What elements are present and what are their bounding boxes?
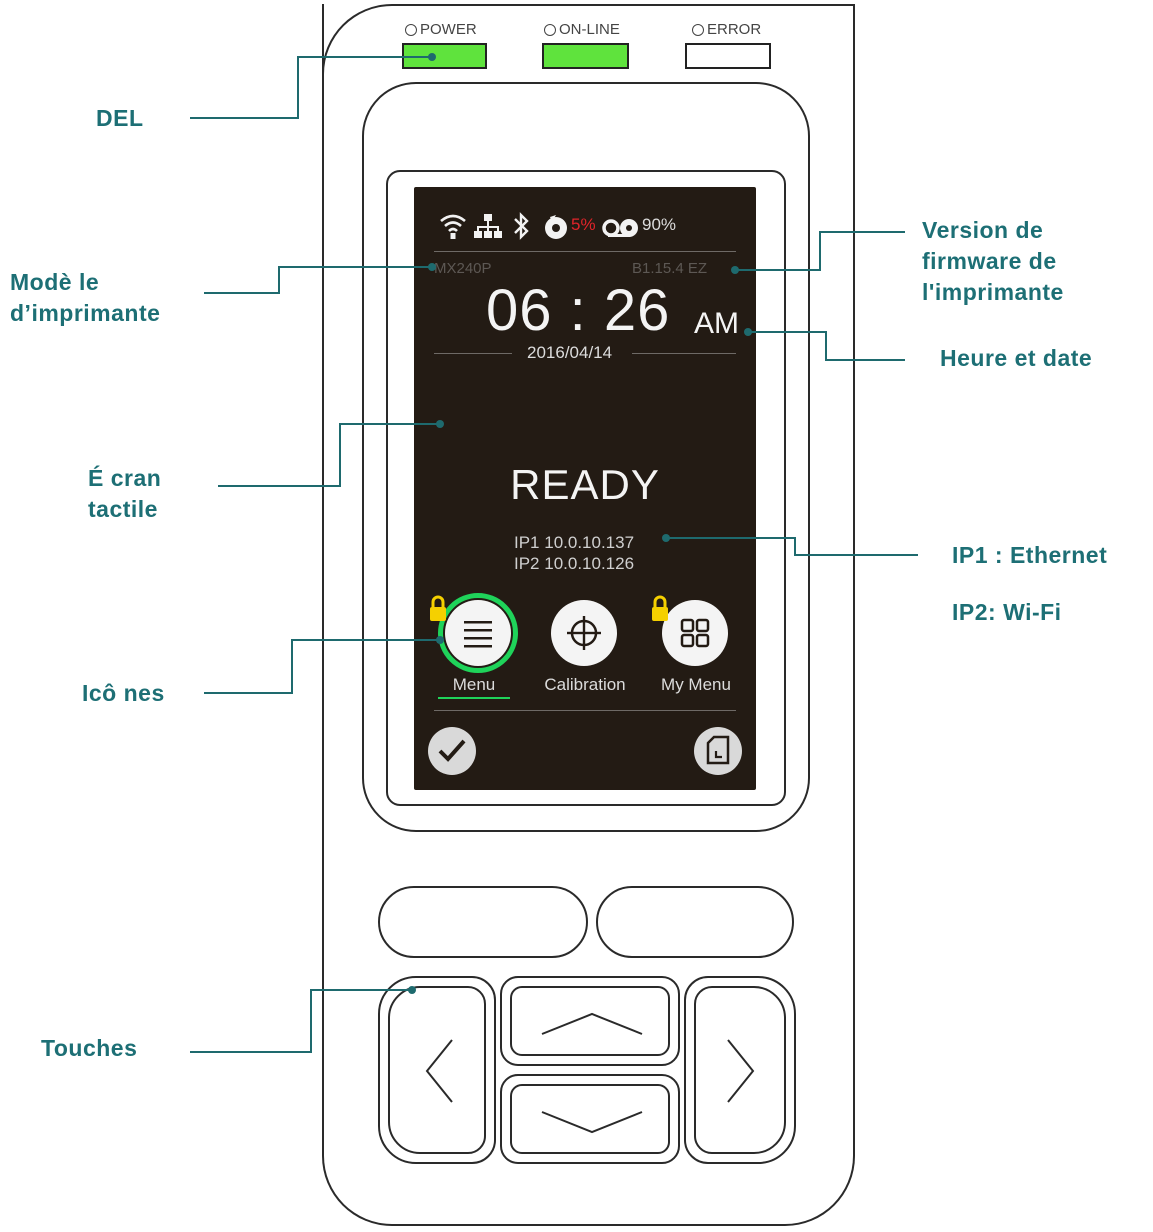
left-arrow-key-face (388, 986, 486, 1154)
callout-keys: Touches (41, 1035, 138, 1061)
menu-selected-ring (438, 593, 518, 673)
bluetooth-icon (514, 212, 529, 240)
date-divider-right (632, 353, 736, 354)
led-error (685, 43, 771, 69)
callout-del: DEL (96, 105, 144, 131)
screen-bezel-outer (362, 82, 810, 832)
leader-del-dot (428, 53, 436, 61)
online-ring-icon (544, 24, 556, 36)
led-power-label: POWER (405, 21, 477, 38)
right-arrow-key[interactable] (684, 976, 796, 1164)
bottom-divider (434, 710, 736, 711)
printer-status: READY (510, 461, 660, 508)
leader-model-dot (428, 263, 436, 271)
wifi-icon (440, 214, 466, 239)
firmware-version: B1.15.4 EZ (632, 260, 708, 277)
calibration-label[interactable]: Calibration (544, 675, 626, 694)
label-roll-icon (602, 219, 638, 237)
confirm-button[interactable] (428, 727, 476, 775)
leader-model (204, 266, 432, 294)
leader-datetime (748, 331, 905, 361)
ip-addresses: IP1 10.0.10.137 IP2 10.0.10.126 (514, 532, 634, 574)
checkmark-icon (438, 739, 466, 762)
error-ring-icon (692, 24, 704, 36)
clock-date: 2016/04/14 (527, 343, 613, 362)
chevron-right-icon (727, 1039, 755, 1103)
leader-ip (666, 537, 918, 556)
callout-screen: É cran tactile (88, 463, 161, 525)
print-info-button[interactable] (694, 727, 742, 775)
status-divider (434, 251, 736, 252)
list-icon (464, 621, 492, 648)
down-arrow-key-face (510, 1084, 670, 1154)
printer-panel-outline (322, 4, 855, 1226)
label-percent: 90% (642, 215, 677, 234)
chevron-up-icon (541, 1012, 643, 1035)
callout-ip1: IP1 : Ethernet (952, 542, 1108, 568)
printer-model: MX240P (434, 260, 492, 277)
right-arrow-key-face (694, 986, 786, 1154)
leader-keys (190, 989, 412, 1053)
down-arrow-key[interactable] (500, 1074, 680, 1164)
clock-meridiem: AM (694, 307, 739, 340)
screen-bezel-inner (386, 170, 786, 806)
grid-icon (680, 618, 710, 648)
callout-screen-line2: tactile (88, 496, 158, 522)
ribbon-percent: 5% (571, 215, 596, 234)
callout-ip2: IP2: Wi-Fi (952, 599, 1062, 625)
touch-screen[interactable]: 5% 90% MX240P B1.15.4 EZ 06 : 26 AM 2016… (414, 187, 756, 790)
chevron-down-icon (541, 1111, 643, 1134)
lock-icon (430, 595, 446, 621)
leader-screen (218, 423, 440, 487)
ethernet-icon (474, 214, 502, 238)
callout-model-line2: d’imprimante (10, 300, 161, 326)
lock-icon (652, 595, 668, 621)
leader-firmware (735, 231, 905, 271)
leader-screen-dot (436, 420, 444, 428)
left-soft-key[interactable] (378, 886, 588, 958)
ip2-address: IP2 10.0.10.126 (514, 554, 635, 573)
up-arrow-key[interactable] (500, 976, 680, 1066)
calibration-button[interactable] (551, 600, 617, 666)
leader-icons (204, 639, 440, 694)
ip1-address: IP1 10.0.10.137 (514, 533, 635, 552)
menu-label[interactable]: Menu (438, 675, 510, 699)
callout-screen-line1: É cran (88, 465, 162, 491)
led-online-label: ON-LINE (544, 21, 620, 38)
callout-datetime: Heure et date (940, 345, 1093, 371)
callout-firmware: Version de firmware de l'imprimante (922, 215, 1064, 308)
led-online (542, 43, 629, 69)
power-ring-icon (405, 24, 417, 36)
date-divider-left (434, 353, 512, 354)
printer-panel-top-edge (432, 4, 855, 6)
leader-keys-dot (408, 986, 416, 994)
leader-ip-dot (662, 534, 670, 542)
callout-model-line1: Modè le (10, 269, 100, 295)
ribbon-icon (545, 215, 567, 239)
callout-firmware-line1: Version de (922, 217, 1044, 243)
up-arrow-key-face (510, 986, 670, 1056)
callout-model: Modè le d’imprimante (10, 267, 160, 329)
my-menu-label[interactable]: My Menu (661, 675, 731, 694)
callout-firmware-line2: firmware de (922, 248, 1057, 274)
crosshair-icon (567, 616, 601, 650)
led-error-label: ERROR (692, 21, 761, 38)
document-icon (706, 735, 730, 765)
leader-datetime-dot (744, 328, 752, 336)
callout-firmware-line3: l'imprimante (922, 279, 1064, 305)
callout-icons: Icô nes (82, 680, 165, 706)
clock-time: 06 : 26 (486, 278, 671, 343)
my-menu-button[interactable] (662, 600, 728, 666)
right-soft-key[interactable] (596, 886, 794, 958)
menu-button[interactable] (445, 600, 511, 666)
leader-del (190, 56, 432, 119)
leader-firmware-dot (731, 266, 739, 274)
leader-icons-dot (436, 636, 444, 644)
left-arrow-key[interactable] (378, 976, 496, 1164)
chevron-left-icon (425, 1039, 453, 1103)
